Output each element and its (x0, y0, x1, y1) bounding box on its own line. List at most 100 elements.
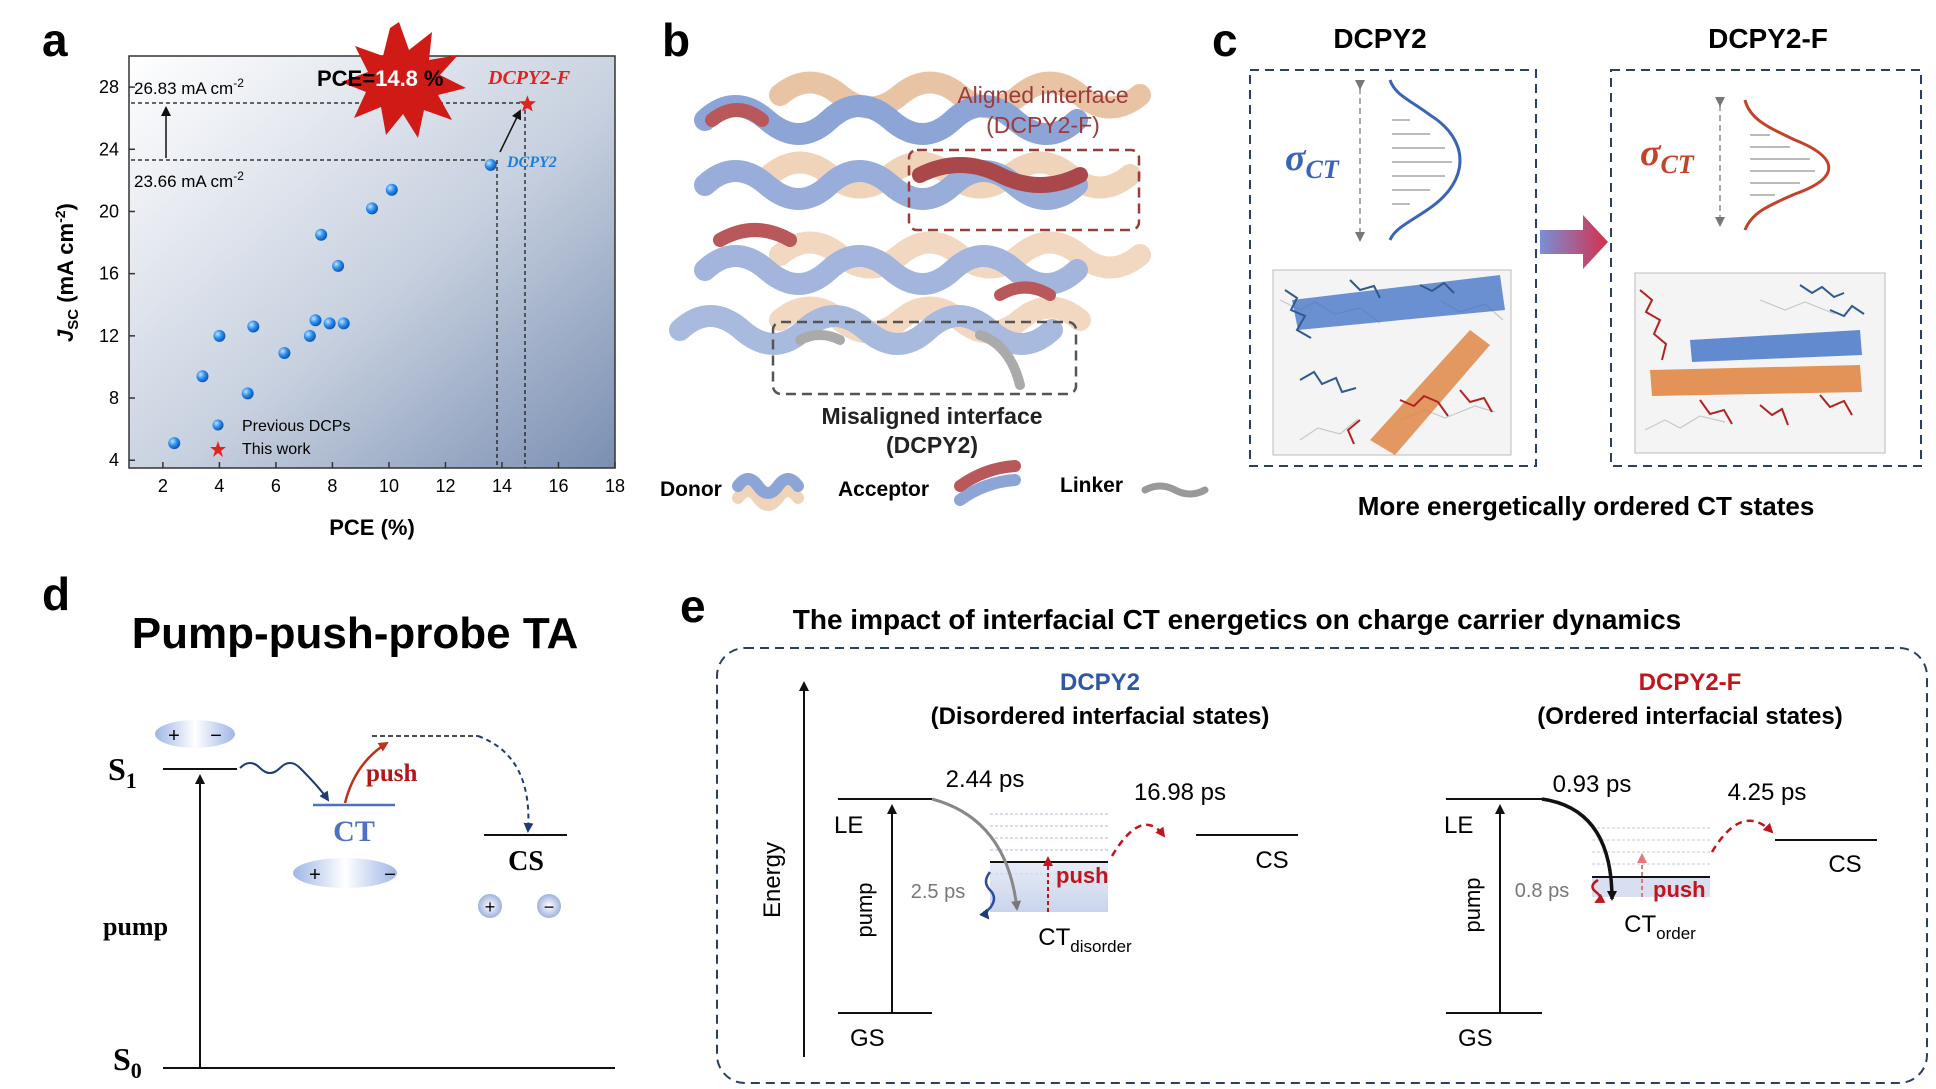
ct-manifold-right (1592, 827, 1710, 865)
donor-ribbon-3 (694, 245, 1088, 295)
ct-transfer-wave (239, 762, 330, 802)
s0-label: S0 (113, 1041, 142, 1083)
x-tick-label: 14 (492, 476, 512, 496)
aligned-label-1: Aligned interface (957, 82, 1128, 108)
title-dcpy2: DCPY2 (1333, 23, 1426, 54)
transition-arrow (1540, 215, 1608, 269)
cs-label-right: CS (1828, 851, 1861, 878)
x-tick-label: 16 (548, 476, 568, 496)
acceptor-icon (954, 460, 1021, 506)
panel-e-title: The impact of interfacial CT energetics … (793, 604, 1682, 635)
panel-d-title: Pump-push-probe TA (132, 609, 578, 658)
aligned-box (907, 148, 1141, 232)
x-tick-label: 8 (327, 476, 337, 496)
ct-label: CT (333, 815, 375, 848)
title-dcpy2f: DCPY2-F (1708, 23, 1828, 54)
legend-donor-label: Donor (660, 478, 722, 501)
t-relax-right: 0.8 ps (1515, 880, 1569, 902)
cs-dissociation (477, 735, 534, 833)
acceptor-ribbon-1 (769, 71, 1151, 119)
y-tick-label: 12 (99, 326, 119, 346)
push-label-left: push (1056, 863, 1109, 888)
fast-transfer-right (1541, 797, 1617, 901)
box-dcpy2f (1610, 69, 1922, 467)
y-tick-label: 4 (109, 450, 119, 470)
dcpy2f-subtitle: (Ordered interfacial states) (1537, 703, 1842, 730)
relax-wave-right (1591, 878, 1606, 904)
panel-c-diagram: DCPY2 DCPY2-F σCT σCT (1249, 23, 1922, 521)
cs-electron (537, 894, 561, 918)
linker-piece-1 (705, 103, 769, 127)
gaussian-narrow (1715, 97, 1830, 231)
sigma-ct-left: σCT (1285, 137, 1340, 184)
point-previous-dcp (337, 317, 350, 330)
dcpy2-to-f-arrow (499, 109, 521, 153)
t-cs-left: 16.98 ps (1134, 779, 1226, 806)
pump-label: pump (103, 912, 168, 941)
x-tick-label: 4 (214, 476, 224, 496)
dcpy2-subtitle: (Disordered interfacial states) (931, 703, 1270, 730)
y-tick-label: 20 (99, 201, 119, 221)
exciton-minus: − (210, 725, 222, 747)
panel-letter-c: c (1212, 14, 1238, 66)
misaligned-box (771, 320, 1078, 396)
point-previous-dcp (309, 314, 322, 327)
cs-plus: + (485, 897, 496, 917)
jsc-bottom-label: 23.66 mA cm-2 (134, 169, 244, 191)
legend-this-marker (210, 441, 226, 457)
cs-hole (478, 894, 502, 918)
point-previous-dcp (385, 183, 398, 196)
pce-label: PCE=14.8% (317, 66, 443, 91)
legend-this-label: This work (242, 441, 311, 458)
donor-acceptor-icon (732, 473, 804, 511)
gray-linker-1 (795, 330, 845, 345)
t-cs-right: 4.25 ps (1728, 779, 1807, 806)
le-label-right: LE (1444, 812, 1473, 839)
dcpy2f-label: DCPY2-F (487, 67, 571, 89)
relax-wave-left (979, 871, 996, 920)
x-tick-label: 2 (158, 476, 168, 496)
linker-piece-4 (994, 281, 1056, 301)
cs-label: CS (508, 846, 544, 877)
point-previous-dcp (323, 317, 336, 330)
panel-e-frame (716, 647, 1928, 1084)
y-tick-label: 28 (99, 77, 119, 97)
x-tick-label: 10 (379, 476, 399, 496)
ct-minus: − (384, 864, 396, 886)
sigma-ct-right: σCT (1640, 132, 1695, 179)
scheme-dcpy2f: DCPY2-F (Ordered interfacial states) LE … (1444, 669, 1877, 1052)
panel-d-diagram: Pump-push-probe TA S1 S0 pump + − CT pus… (103, 609, 615, 1083)
x-axis-label: PCE (%) (329, 515, 415, 540)
legend-prev-marker (212, 419, 224, 431)
x-tick-label: 6 (271, 476, 281, 496)
pump-label-right: pump (1460, 877, 1485, 932)
ct-band-right (1592, 877, 1710, 897)
gs-label-right: GS (1458, 1025, 1493, 1052)
x-tick-label: 12 (435, 476, 455, 496)
point-previous-dcp (366, 202, 378, 215)
point-previous-dcp (278, 346, 291, 359)
fast-transfer-left (931, 797, 1022, 911)
s1-label: S1 (108, 751, 137, 793)
point-previous-dcp (196, 370, 209, 383)
ct-ellipse (293, 858, 397, 888)
linker-icon (1141, 482, 1209, 498)
scatter-points (168, 95, 536, 450)
panel-letter-b: b (662, 14, 690, 66)
push-arrow (343, 741, 389, 804)
md-snapshot-right (1634, 272, 1886, 454)
legend-linker-label: Linker (1060, 474, 1123, 497)
y-tick-label: 8 (109, 388, 119, 408)
t-relax-left: 2.5 ps (911, 881, 965, 903)
panel-letter-a: a (42, 14, 68, 66)
ct-label-right: CTorder (1624, 911, 1696, 943)
point-previous-dcp (332, 259, 345, 272)
y-tick-label: 24 (99, 139, 119, 159)
y-axis-label: JSC (mA cm-2) (52, 203, 82, 342)
panel-letter-e: e (680, 580, 706, 632)
legend-prev-label: Previous DCPs (242, 418, 350, 435)
dcpy2-name: DCPY2 (1060, 669, 1140, 696)
